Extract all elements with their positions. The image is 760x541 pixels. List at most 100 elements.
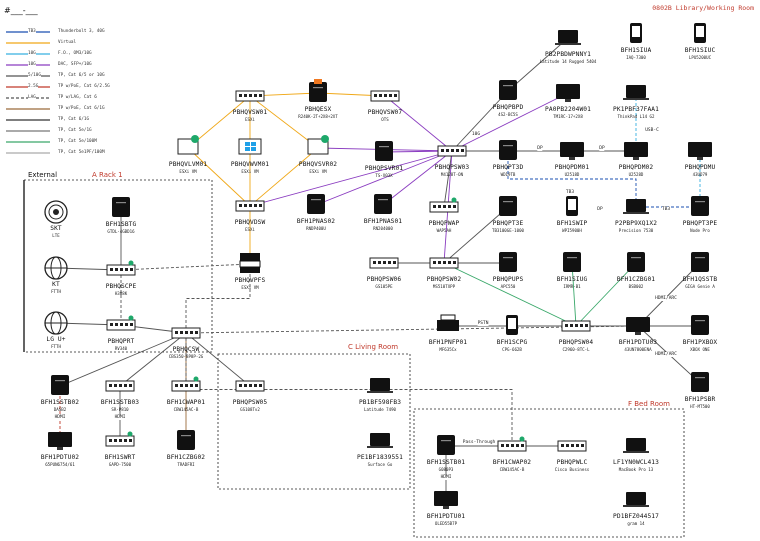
node-lgu[interactable]: LG U+FTTH [46, 336, 65, 350]
phone-icon[interactable] [630, 23, 642, 43]
nas-icon[interactable] [374, 194, 392, 214]
dock-icon[interactable] [499, 140, 517, 160]
globe-icon[interactable] [44, 256, 68, 280]
phone-icon[interactable] [506, 315, 518, 335]
speaker-icon[interactable] [691, 372, 709, 392]
switch-icon[interactable] [561, 320, 591, 332]
switch-icon[interactable] [171, 327, 201, 339]
hub-icon[interactable] [177, 430, 195, 450]
monitor-icon[interactable] [556, 84, 580, 102]
vm-icon[interactable] [307, 135, 329, 155]
gateway-icon[interactable] [112, 197, 130, 217]
router-icon[interactable] [106, 315, 136, 331]
nas-icon[interactable] [307, 194, 325, 214]
tablet-icon[interactable] [367, 433, 393, 448]
laptop-icon[interactable] [623, 492, 649, 507]
vswitch-icon[interactable] [370, 90, 400, 102]
monitor-icon[interactable] [48, 432, 72, 450]
vm-icon[interactable] [177, 135, 199, 155]
console-icon[interactable] [691, 315, 709, 335]
monitor-icon[interactable] [688, 142, 712, 160]
switch-icon[interactable] [369, 257, 399, 269]
laptop-icon[interactable] [623, 199, 649, 214]
device-icon[interactable] [563, 252, 581, 272]
globe-icon[interactable] [44, 311, 68, 335]
dock-icon[interactable] [499, 196, 517, 216]
switch-icon[interactable] [105, 380, 135, 392]
monitor-icon[interactable] [624, 142, 648, 160]
phone-icon[interactable] [566, 196, 578, 216]
dock-icon[interactable] [691, 196, 709, 216]
router-icon[interactable] [106, 260, 136, 276]
windows-vm-icon[interactable] [238, 138, 262, 155]
vswitch-icon[interactable] [235, 200, 265, 212]
monitor-icon[interactable] [626, 317, 650, 335]
laptop-icon[interactable] [555, 30, 581, 45]
laptop-icon[interactable] [623, 85, 649, 100]
headset-icon[interactable] [694, 23, 706, 43]
laptop-icon[interactable] [367, 378, 393, 393]
stb-icon[interactable] [437, 435, 455, 455]
printer-icon[interactable] [437, 314, 459, 331]
ap-icon[interactable] [171, 376, 201, 392]
ap-icon[interactable] [429, 197, 459, 213]
switch-icon[interactable] [235, 380, 265, 392]
stb-icon[interactable] [51, 375, 69, 395]
nas-icon[interactable] [375, 141, 393, 161]
ups-icon[interactable] [499, 252, 517, 272]
switch-icon[interactable] [437, 145, 467, 157]
